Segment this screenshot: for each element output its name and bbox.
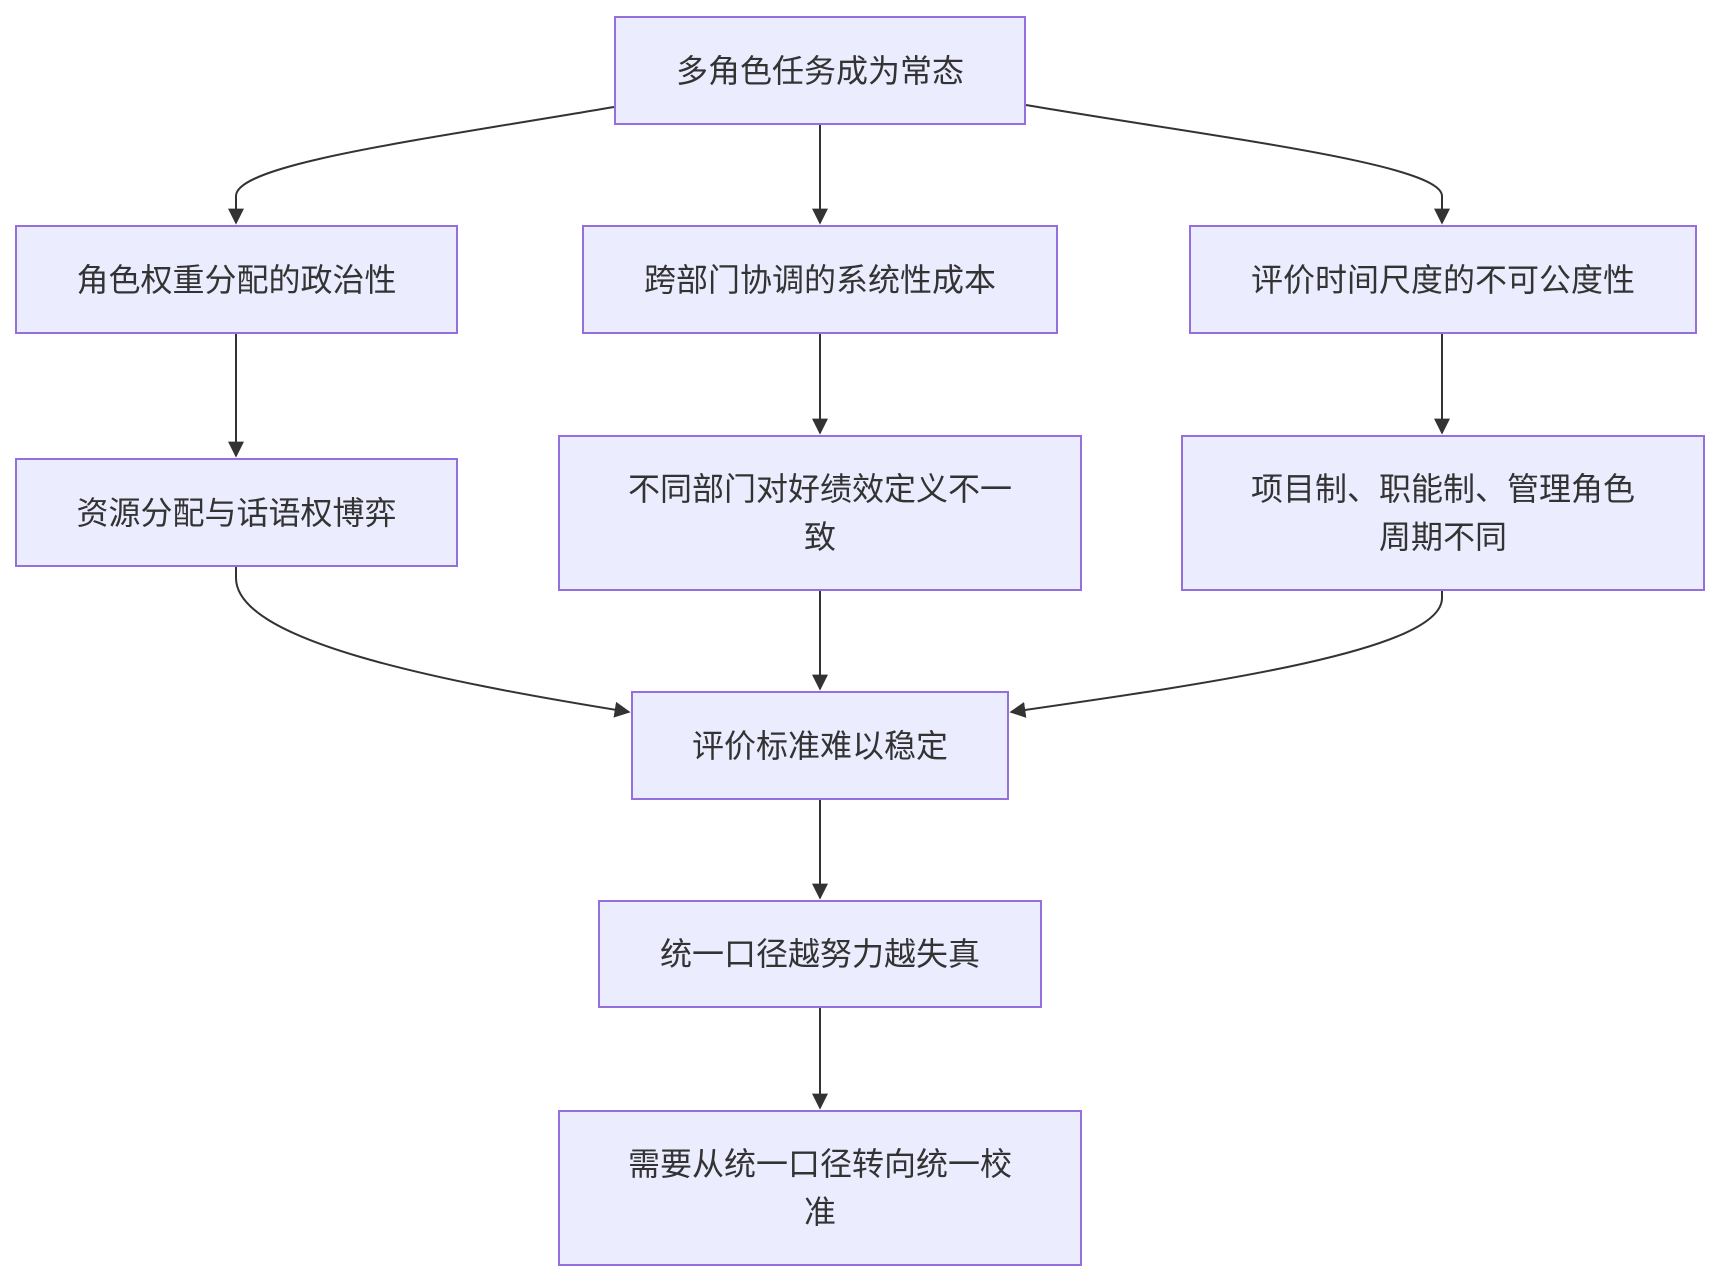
node-label: 评价标准难以稳定 bbox=[691, 726, 948, 765]
node-label: 评价时间尺度的不可公度性 bbox=[1250, 260, 1635, 299]
node-cross-dept-cost: 跨部门协调的系统性成本 bbox=[582, 225, 1058, 334]
node-cycle-differences: 项目制、职能制、管理角色周期不同 bbox=[1181, 435, 1705, 591]
node-performance-definition-inconsistent: 不同部门对好绩效定义不一致 bbox=[558, 435, 1082, 591]
node-label: 不同部门对好绩效定义不一致 bbox=[627, 470, 1012, 556]
node-label: 角色权重分配的政治性 bbox=[76, 260, 397, 299]
edge-n1-n2 bbox=[228, 106, 615, 225]
node-label: 需要从统一口径转向统一校准 bbox=[627, 1145, 1012, 1231]
node-time-scale-incommensurability: 评价时间尺度的不可公度性 bbox=[1189, 225, 1697, 334]
edge-n7-n8 bbox=[1009, 591, 1443, 718]
node-standard-unstable: 评价标准难以稳定 bbox=[631, 691, 1009, 800]
node-unified-calibration: 需要从统一口径转向统一校准 bbox=[558, 1110, 1082, 1266]
node-label: 资源分配与话语权博弈 bbox=[76, 493, 397, 532]
node-label: 统一口径越努力越失真 bbox=[659, 935, 980, 973]
node-multi-role-tasks: 多角色任务成为常态 bbox=[614, 16, 1026, 125]
node-unified-caliber-distortion: 统一口径越努力越失真 bbox=[598, 900, 1042, 1008]
edge-n1-n4 bbox=[1025, 104, 1450, 225]
node-label: 跨部门协调的系统性成本 bbox=[643, 260, 996, 299]
node-label: 项目制、职能制、管理角色周期不同 bbox=[1250, 470, 1635, 556]
edge-n5-n8 bbox=[235, 567, 631, 718]
node-label: 多角色任务成为常态 bbox=[675, 51, 964, 90]
node-role-weight-politics: 角色权重分配的政治性 bbox=[15, 225, 458, 334]
node-resource-discourse-game: 资源分配与话语权博弈 bbox=[15, 458, 458, 567]
